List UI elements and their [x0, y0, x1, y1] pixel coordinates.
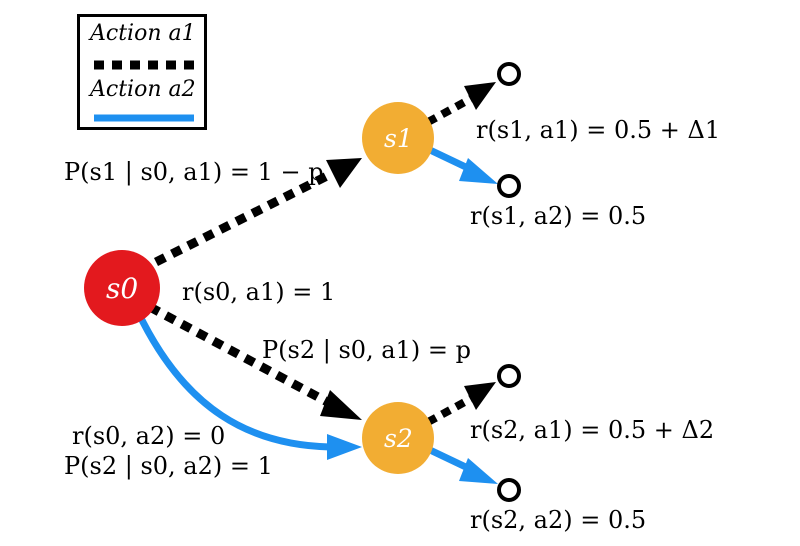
edge-s0-s2-action2 — [134, 310, 331, 451]
label-r-s2-a2: r(s2, a2) = 0.5 — [470, 506, 647, 534]
label-r-s1-a1: r(s1, a1) = 0.5 + Δ1 — [476, 116, 721, 144]
node-s1-label: s1 — [384, 124, 413, 153]
legend: Action a1 Action a2 — [77, 14, 207, 130]
terminal-s2-a1 — [497, 364, 521, 388]
label-r-s1-a2: r(s1, a2) = 0.5 — [470, 202, 647, 230]
legend-action2-swatch — [94, 114, 194, 122]
arrowhead-s0-s1 — [326, 158, 362, 188]
label-p-s2-given-s0-a1: P(s2 | s0, a1) = p — [262, 336, 471, 364]
label-r-s0-a2: r(s0, a2) = 0 — [72, 422, 226, 450]
label-p-s2-given-s0-a2: P(s2 | s0, a2) = 1 — [64, 452, 273, 480]
edge-s0-s1-action1 — [153, 167, 338, 267]
legend-action1-label: Action a1 — [90, 21, 196, 46]
legend-action2-label: Action a2 — [90, 77, 196, 102]
node-s1 — [362, 102, 434, 174]
arrowhead-s0-s2 — [320, 390, 362, 420]
terminal-s2-a2 — [497, 478, 521, 502]
label-r-s2-a1: r(s2, a1) = 0.5 + Δ2 — [470, 416, 715, 444]
terminal-s1-a1 — [497, 62, 521, 86]
legend-action1-swatch — [94, 60, 194, 70]
node-s2 — [362, 402, 434, 474]
arrowhead-s1-a1 — [464, 82, 496, 110]
edge-s2-term-action1 — [426, 393, 476, 426]
arrowhead-s0-s2-a2 — [327, 434, 362, 460]
node-s0-label: s0 — [106, 272, 139, 305]
node-s2-label: s2 — [384, 424, 413, 453]
arrowhead-s2-a2 — [459, 458, 498, 484]
arrowhead-s1-a2 — [459, 158, 498, 184]
arrowhead-s2-a1 — [464, 382, 496, 410]
node-s0 — [84, 250, 160, 326]
label-r-s0-a1: r(s0, a1) = 1 — [182, 278, 336, 306]
terminal-s1-a2 — [497, 174, 521, 198]
edge-s1-term-action1 — [426, 93, 476, 126]
label-p-s1-given-s0-a1: P(s1 | s0, a1) = 1 − p — [64, 158, 324, 186]
